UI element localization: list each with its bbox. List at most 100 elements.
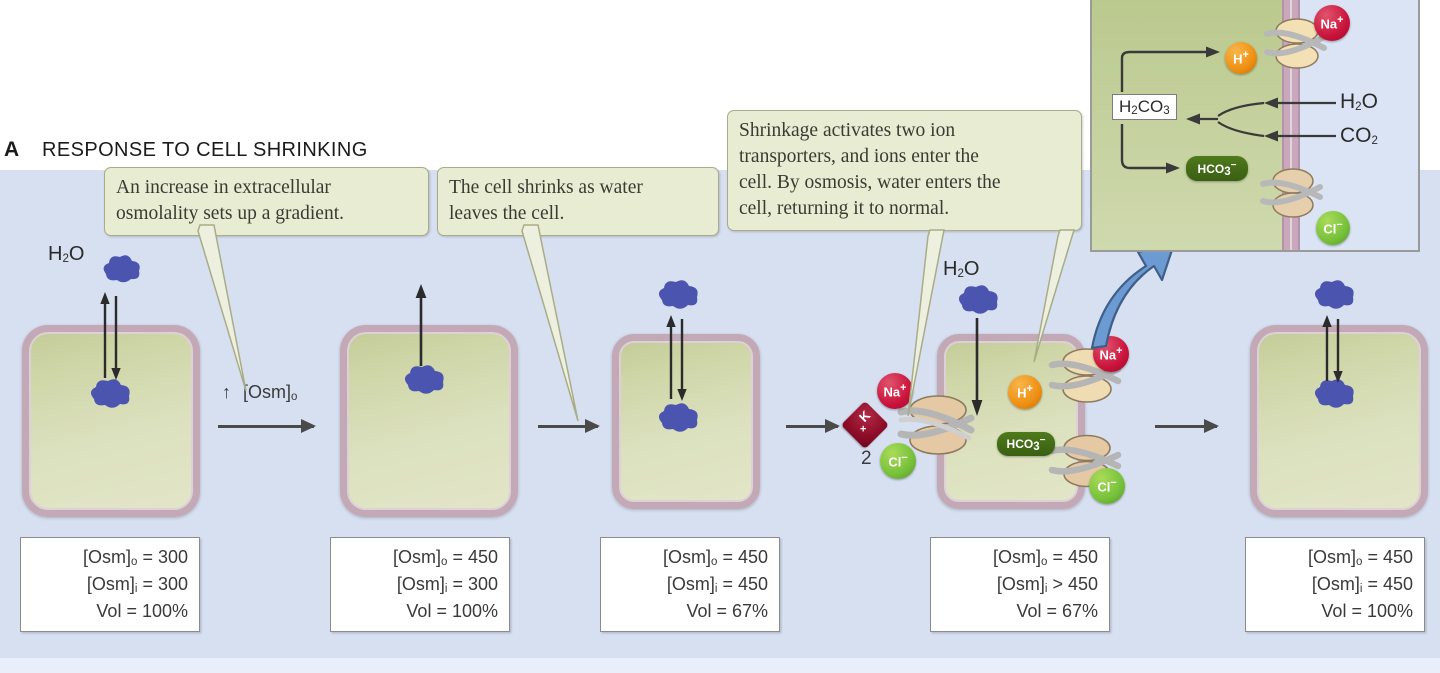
cell-stage-1 <box>22 325 200 517</box>
water-blob-outside-stage-5 <box>1314 280 1354 309</box>
vb3-osm-i-value: = 450 <box>722 573 768 594</box>
water-exchange-arrows-stage-5 <box>1322 315 1343 383</box>
inset-h2o-h: H <box>1340 90 1356 113</box>
hco3-text: HCO <box>1006 437 1034 451</box>
callout-3-line-3: cell. By osmosis, water enters the <box>739 171 1001 193</box>
carbonic-acid-label: H2CO3 <box>1112 94 1177 120</box>
inset-h2o-o: O <box>1361 90 1378 113</box>
vb1-osm-o-sub: o <box>131 556 138 568</box>
chloride-ion-stage-4-right: Cl− <box>1089 468 1125 504</box>
h2co3-sub1: 2 <box>1131 105 1138 117</box>
water-label-sub-4: 2 <box>957 268 964 280</box>
value-box-stage-3: [Osm]o = 450 [Osm]i = 450 Vol = 67% <box>600 537 780 633</box>
cell-stage-2 <box>340 325 518 517</box>
water-blob-outside-stage-1 <box>103 255 140 283</box>
vb2-osm-o-label: [Osm] <box>393 547 442 567</box>
callout-3-line-4: cell, returning it to normal. <box>739 197 950 219</box>
value-box-stage-2: [Osm]o = 450 [Osm]i = 300 Vol = 100% <box>330 537 510 633</box>
chloride-count-label: 2 <box>861 448 872 469</box>
h2co3-sub2: 3 <box>1163 105 1170 117</box>
callout-transporters-activate: Shrinkage activates two ion transporters… <box>727 110 1082 231</box>
vb3-osm-o-value: = 450 <box>722 547 768 567</box>
cl-charge-2: − <box>1110 477 1117 490</box>
value-box-stage-1: [Osm]o = 300 [Osm]i = 300 Vol = 100% <box>20 537 200 633</box>
vb5-osm-i-value: = 450 <box>1367 573 1413 594</box>
transition-arrow-1 <box>218 419 316 433</box>
panel-letter: A <box>4 138 20 161</box>
cl-charge: − <box>901 452 908 465</box>
vb5-vol: Vol = 100% <box>1321 600 1413 621</box>
h2co3-h: H <box>1119 97 1132 116</box>
inset-hydrogen-ion: H+ <box>1225 42 1257 74</box>
na-text-2: Na <box>1099 347 1117 363</box>
page-title: RESPONSE TO CELL SHRINKING <box>42 139 368 161</box>
water-blob-outside-stage-3 <box>658 280 698 309</box>
vb2-osm-i-value: = 300 <box>452 573 498 594</box>
na-charge: + <box>900 382 907 395</box>
vb5-osm-o-value: = 450 <box>1367 547 1413 567</box>
value-box-stage-4: [Osm]o = 450 [Osm]i > 450 Vol = 67% <box>930 537 1110 633</box>
vb2-vol: Vol = 100% <box>406 600 498 621</box>
callout-3-line-2: transporters, and ions enter the <box>739 145 979 167</box>
vb1-osm-i-value: = 300 <box>142 573 188 594</box>
nkcc-cotransporter-icon <box>897 395 975 455</box>
inset-hco3-text: HCO <box>1197 161 1225 176</box>
h2co3-co: CO <box>1137 97 1164 116</box>
water-label-o: O <box>68 243 85 265</box>
sodium-ion-stage-4-right: Na+ <box>1093 336 1129 372</box>
vb3-osm-o-sub: o <box>711 556 718 568</box>
water-label-o-4: O <box>963 258 980 280</box>
vb2-osm-i-sub: i <box>444 582 448 595</box>
cl-text: Cl <box>888 454 902 470</box>
callout-3-line-1: Shrinkage activates two ion <box>739 120 956 141</box>
vb3-osm-o-label: [Osm] <box>663 547 712 567</box>
callout-2-line-1: The cell shrinks as water <box>449 177 643 198</box>
inset-co2-label: CO2 <box>1340 124 1378 148</box>
water-label-h: H <box>48 243 63 265</box>
water-label-sub: 2 <box>62 253 69 265</box>
inset-h-text: H <box>1233 51 1243 67</box>
inset-na-charge: + <box>1337 14 1344 27</box>
hco3-sub: 3 <box>1033 441 1040 453</box>
water-label-stage-4: H2O <box>943 258 979 281</box>
bicarbonate-ion-stage-4: HCO3− <box>997 432 1055 456</box>
inset-molecular-mechanism: Na+ H+ H2CO3 HCO3− Cl− H2O CO2 <box>1090 0 1420 252</box>
vb5-osm-i-sub: i <box>1359 582 1363 595</box>
callout-1-line-2: osmolality sets up a gradient. <box>116 202 345 224</box>
water-influx-arrow-stage-4 <box>971 318 983 416</box>
water-exchange-arrows-stage-1 <box>100 292 121 380</box>
callout-3-pointer-left <box>907 229 945 417</box>
h-text: H <box>1017 385 1027 401</box>
vb5-osm-o-label: [Osm] <box>1308 547 1357 567</box>
water-efflux-arrow-stage-2 <box>415 284 427 366</box>
inset-cl-charge: − <box>1336 219 1343 232</box>
vb5-osm-o-sub: o <box>1356 556 1363 568</box>
vb2-osm-o-value: = 450 <box>452 547 498 567</box>
vb1-osm-o-label: [Osm] <box>83 547 132 567</box>
vb4-osm-o-label: [Osm] <box>993 547 1042 567</box>
water-blob-inside-stage-1 <box>90 379 130 408</box>
inset-na-text: Na <box>1320 16 1338 32</box>
water-blob-inside-stage-3 <box>658 403 698 432</box>
k-text: K <box>856 407 874 425</box>
hydrogen-ion-stage-4: H+ <box>1008 375 1042 409</box>
vb4-osm-i-sub: i <box>1044 582 1048 595</box>
cl-text-2: Cl <box>1097 479 1111 495</box>
transition-arrow-4 <box>1155 419 1219 433</box>
callout-2-pointer <box>521 224 579 422</box>
sodium-ion-stage-4-left: Na+ <box>877 373 913 409</box>
h-charge: + <box>1026 383 1033 396</box>
inset-h-charge: + <box>1242 49 1249 62</box>
water-blob-inside-stage-5 <box>1314 379 1354 408</box>
inset-cl-text: Cl <box>1323 221 1337 237</box>
callout-2-line-2: leaves the cell. <box>449 202 565 224</box>
callout-cell-shrinks: The cell shrinks as water leaves the cel… <box>437 167 719 236</box>
inset-co2-sub: 2 <box>1371 135 1378 147</box>
inset-chloride-ion: Cl− <box>1316 211 1350 245</box>
water-blob-outside-stage-4 <box>958 285 998 314</box>
vb4-vol: Vol = 67% <box>1016 600 1098 621</box>
vb4-osm-i-label: [Osm] <box>996 573 1045 594</box>
transition-arrow-2 <box>538 419 600 433</box>
vb2-osm-o-sub: o <box>441 556 448 568</box>
callout-osmolality-increase: An increase in extracellular osmolality … <box>104 167 429 236</box>
